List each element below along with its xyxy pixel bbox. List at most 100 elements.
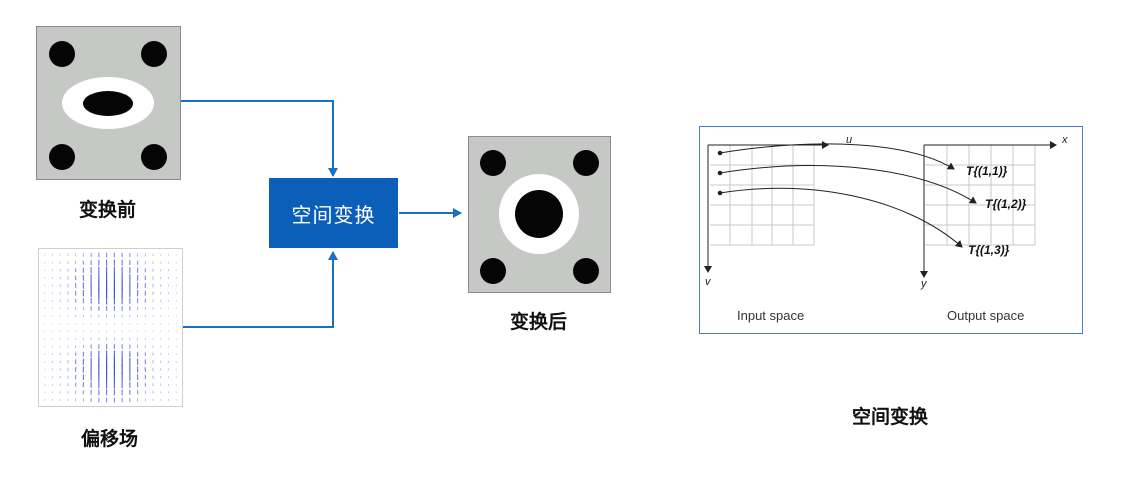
field-vector (44, 292, 46, 295)
field-vector (175, 292, 177, 295)
field-vector (51, 345, 54, 348)
corner-dot (480, 258, 506, 284)
stn-figure-frame: u v x y T{(1,1)} T{(1,2)} T{(1,3)} Input… (699, 126, 1083, 334)
field-vector (167, 353, 170, 356)
field-vector (167, 292, 170, 295)
field-vector (167, 383, 170, 386)
field-vector (175, 338, 177, 340)
field-vector (175, 323, 177, 325)
field-vector (175, 284, 177, 287)
field-vector (51, 276, 54, 279)
black-ellipse (83, 91, 133, 116)
field-vector (51, 284, 54, 287)
field-vector (44, 323, 46, 325)
field-vector (175, 299, 177, 302)
field-vector (44, 383, 46, 386)
t-label-2: T{(1,2)} (985, 197, 1027, 211)
field-vector (51, 315, 54, 317)
axis-u-label: u (846, 134, 852, 146)
field-vector (175, 391, 177, 394)
field-vector (44, 399, 46, 401)
corner-dot (573, 150, 599, 176)
t-label-3: T{(1,3)} (968, 243, 1010, 257)
field-vector (44, 391, 46, 394)
field-vector (167, 261, 170, 264)
field-vector (167, 368, 170, 371)
field-vector (51, 330, 54, 332)
mapping-curve (719, 143, 955, 170)
label-after: 变换后 (509, 311, 567, 333)
field-vector (44, 254, 46, 256)
corner-dot (49, 144, 75, 170)
field-vector (44, 269, 46, 272)
field-vector (51, 368, 54, 371)
axis-x-label: x (1061, 134, 1068, 146)
mapping-curve (719, 165, 977, 204)
field-vector (44, 376, 46, 378)
field-vector (167, 276, 170, 279)
field-vector (51, 399, 54, 401)
field-vector (44, 360, 46, 363)
field-vector (167, 360, 170, 363)
field-vector (175, 261, 177, 264)
field-vector (167, 254, 170, 256)
black-disc (515, 190, 563, 238)
corner-dot (141, 41, 167, 67)
mapping-curve (719, 187, 963, 248)
field-vector (175, 399, 177, 401)
before-image (36, 26, 181, 180)
field-vector (167, 307, 170, 310)
field-vector (167, 391, 170, 394)
field-vector (44, 338, 46, 340)
field-vector (51, 254, 54, 256)
caption-spatial-transform: 空间变换 (851, 406, 928, 428)
corner-dot (49, 41, 75, 67)
arrow-offset-to-transform (181, 251, 338, 328)
field-vector (167, 376, 170, 379)
input-space-label: Input space (737, 308, 804, 323)
label-before: 变换前 (78, 199, 136, 221)
field-vector (167, 284, 170, 287)
output-space-label: Output space (947, 308, 1024, 323)
field-vector (175, 277, 177, 279)
field-vector (51, 360, 54, 363)
field-vector (167, 269, 170, 272)
field-vector (175, 353, 177, 356)
field-vector (44, 299, 46, 302)
field-vector (167, 345, 170, 348)
field-vector (44, 368, 46, 371)
corner-dot (141, 144, 167, 170)
field-vector (44, 307, 46, 310)
spatial-transform-box-label: 空间变换 (291, 202, 376, 227)
axis-v-label: v (705, 276, 712, 288)
field-vector (51, 383, 54, 386)
field-vector (167, 323, 170, 325)
field-vector (44, 277, 46, 279)
offset-field-image (38, 248, 183, 407)
field-vector (51, 353, 54, 356)
after-image (468, 136, 611, 293)
output-grid (925, 144, 1036, 246)
corner-dot (573, 258, 599, 284)
field-vector (167, 399, 170, 401)
field-vector (51, 307, 54, 310)
stn-figure: u v x y T{(1,1)} T{(1,2)} T{(1,3)} Input… (704, 134, 1068, 323)
field-vector (51, 269, 54, 272)
field-vector (51, 299, 54, 302)
field-vector (44, 330, 46, 332)
field-vector (44, 261, 46, 264)
corner-dot (480, 150, 506, 176)
vector-field (44, 252, 177, 403)
field-vector (51, 292, 54, 295)
field-vector (167, 299, 170, 302)
field-vector (175, 376, 177, 378)
field-vector (51, 391, 54, 394)
field-vector (175, 315, 177, 317)
field-vector (167, 330, 170, 332)
input-grid (710, 144, 815, 246)
field-vector (175, 330, 177, 332)
field-vector (175, 307, 177, 310)
field-vector (51, 338, 54, 340)
field-vector (175, 368, 177, 371)
